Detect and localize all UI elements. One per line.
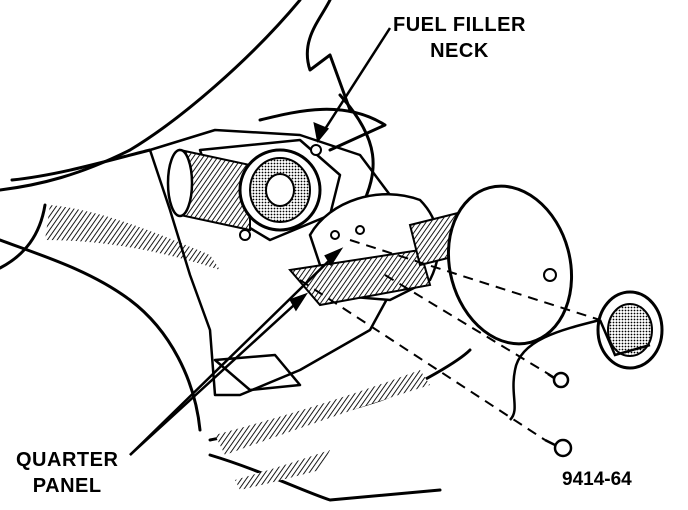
fuel-cap: [509, 290, 664, 421]
fuel-filler-neck-label: FUEL FILLER NECK: [393, 12, 526, 64]
quarter-panel-label-line1: QUARTER: [16, 449, 119, 471]
quarter-panel-label: QUARTER PANEL: [16, 447, 118, 499]
fuel-filler-neck-label-line1: FUEL FILLER: [393, 14, 526, 36]
figure-number: 9414-64: [562, 469, 632, 490]
screws: [544, 371, 573, 458]
leader-lines: [129, 27, 392, 456]
panel-shading: [45, 205, 430, 490]
quarter-panel-label-line2: PANEL: [32, 475, 102, 497]
fuel-filler-neck-label-line2: NECK: [430, 40, 489, 62]
fuel-door: [446, 184, 574, 346]
assembly-lines: [299, 239, 601, 441]
fuel-filler-neck: [166, 144, 322, 241]
